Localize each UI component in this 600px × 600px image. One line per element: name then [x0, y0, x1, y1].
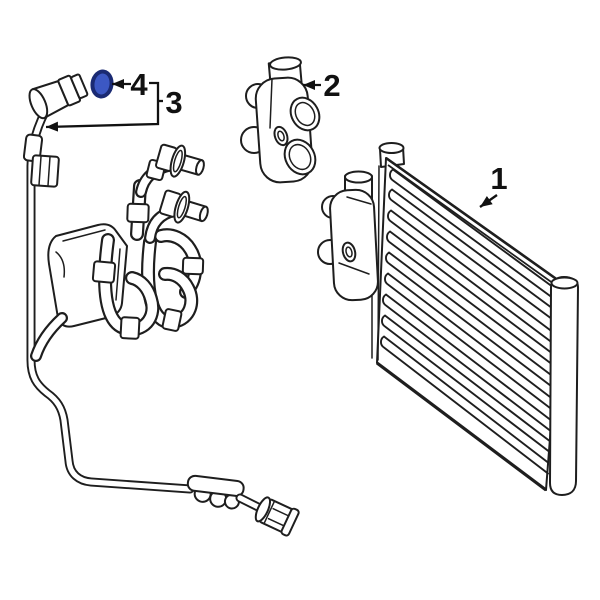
callout-1-label: 1 [490, 161, 507, 196]
condenser-illustration [371, 142, 579, 496]
callout-4-label: 4 [130, 67, 148, 102]
o-ring-inner [94, 73, 110, 95]
callout-2-label: 2 [323, 68, 340, 103]
fitting-port-lower [283, 138, 317, 176]
hose-end-nut [254, 496, 300, 537]
callout-1-arrow [479, 194, 498, 208]
cluster-crimp-collars [91, 158, 205, 340]
hose-end-clamp [186, 474, 245, 510]
callout-3-bracket [45, 81, 160, 132]
condenser-right-rail [549, 276, 579, 496]
stub-port-upper [155, 143, 205, 178]
o-ring-part [90, 69, 114, 99]
hose-clamp [30, 154, 60, 188]
fitting-block-illustration [240, 56, 321, 184]
stub-port-lower [158, 189, 209, 224]
condenser-top-edge-inner [387, 164, 562, 290]
hose-assembly-illustration [22, 73, 300, 537]
condenser-tube-rows [380, 168, 560, 475]
callouts: 4 3 2 1 [45, 67, 508, 208]
condenser-bottom-edge [376, 361, 547, 492]
condenser-fitting-block [317, 170, 379, 302]
condenser-top-edge [385, 156, 563, 285]
fitting-port-upper [289, 96, 321, 132]
callout-3-label: 3 [165, 85, 182, 120]
hose-upper-fitting [28, 73, 89, 120]
condenser-block-port [341, 241, 357, 263]
fitting-port-small [273, 125, 289, 147]
